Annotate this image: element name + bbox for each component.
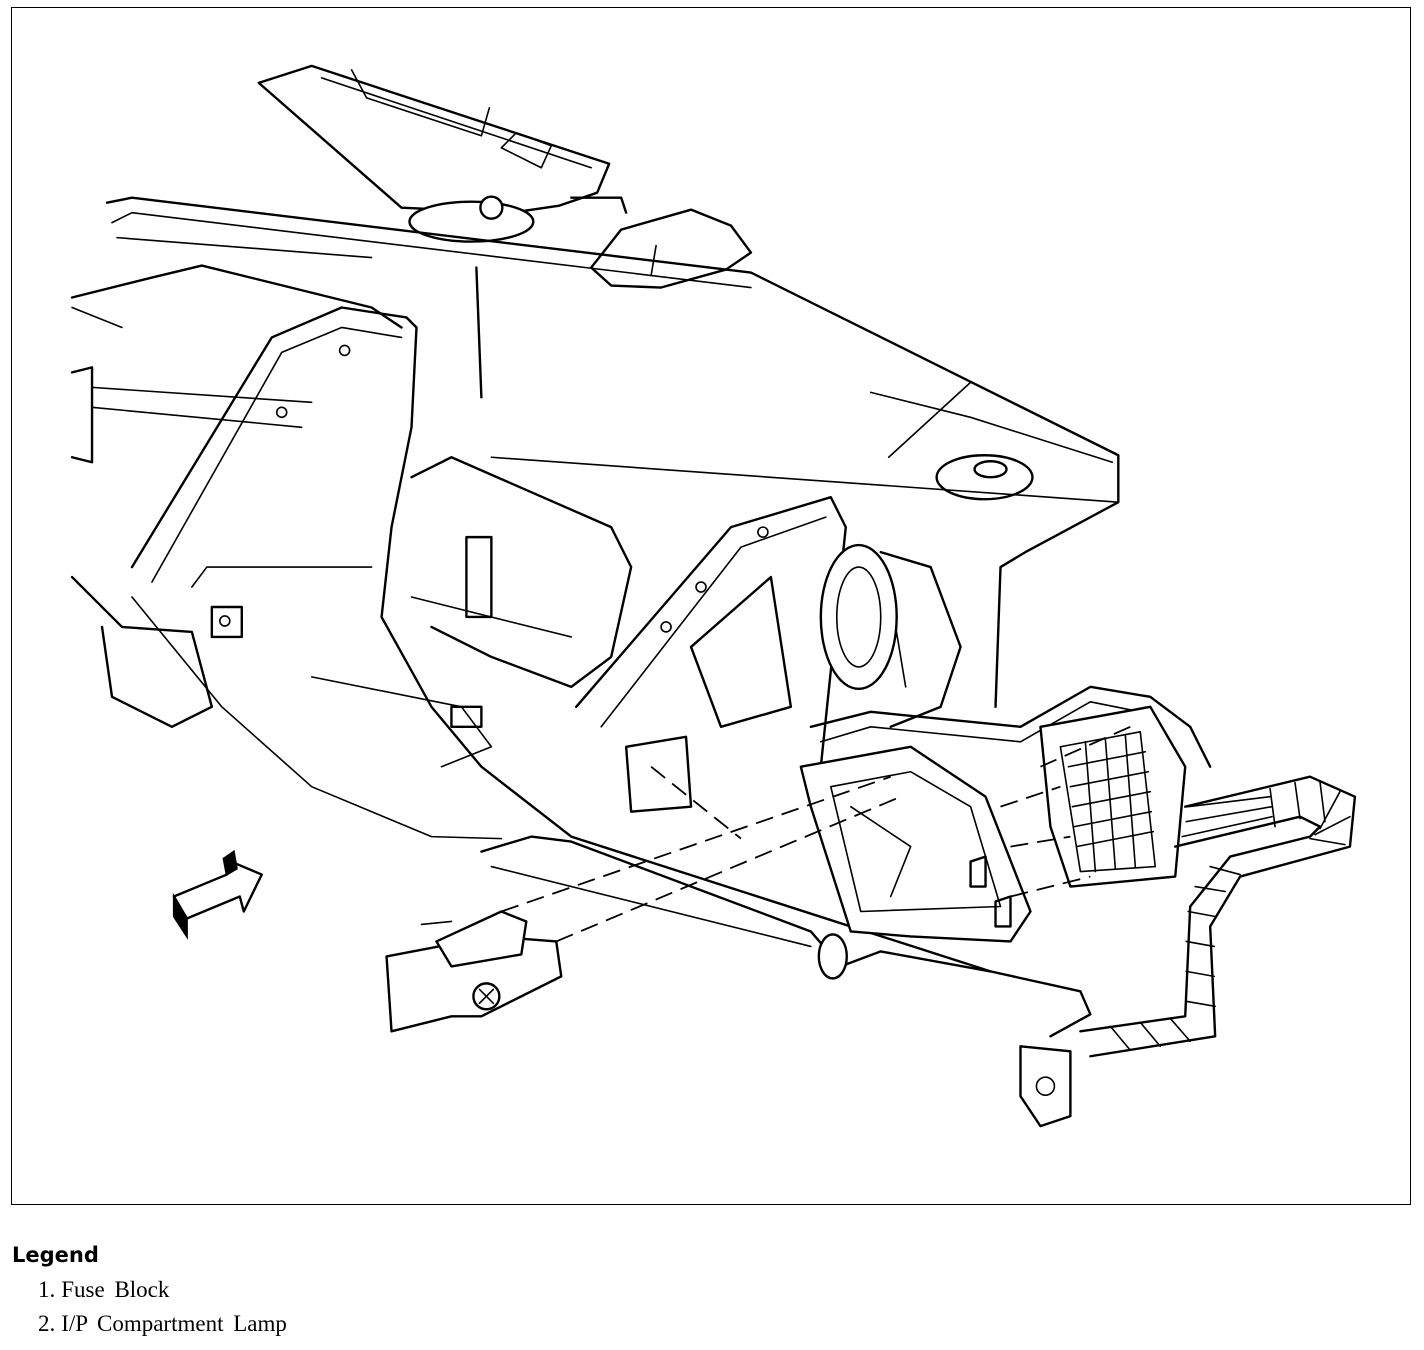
defroster-duct [257,64,628,243]
legend-item: 1.Fuse Block [38,1273,287,1307]
blower-scroll [819,543,962,728]
left-support-frame [130,306,1092,1038]
diagram-frame [11,7,1411,1205]
ip-compartment-lamp [385,910,563,1033]
legend-title: Legend [12,1243,99,1267]
view-direction-arrow [172,849,263,940]
legend-item: 2.I/P Compartment Lamp [38,1307,287,1341]
lower-frame-rail [480,835,992,973]
left-vent-assembly [70,264,403,728]
legend-item-number: 2. [38,1311,56,1336]
lower-mounting-tab [1019,1045,1072,1128]
hvac-module [310,456,633,768]
dash-carrier-beam [105,196,1120,709]
legend-item-label: Fuse Block [61,1277,170,1302]
harness-loop [809,685,1212,768]
fuse-block-connector [1039,705,1187,888]
fuse-block [799,745,1032,943]
installation-guide-lines [501,725,1131,943]
legend-item-number: 1. [38,1277,56,1302]
legend: Legend 1.Fuse Block 2.I/P Compartment La… [12,1243,287,1341]
top-mount-bracket [590,208,753,289]
instrument-panel-illustration [70,64,1357,1128]
wiring-harness [1079,775,1357,1058]
legend-item-label: I/P Compartment Lamp [61,1311,287,1336]
legend-list: 1.Fuse Block 2.I/P Compartment Lamp [12,1273,287,1341]
